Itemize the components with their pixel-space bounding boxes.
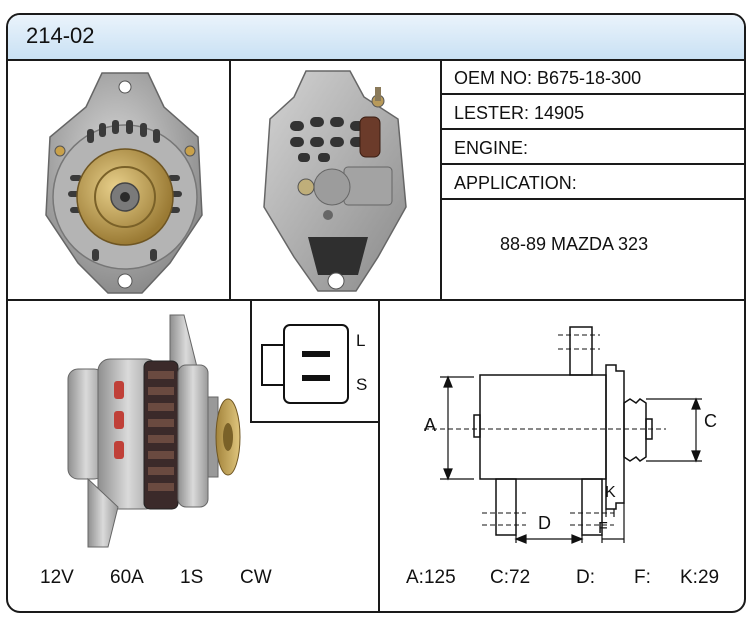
col-divider-3 [378, 299, 380, 611]
col-divider-1 [229, 59, 231, 299]
info-divider-2 [442, 128, 744, 130]
dim-value-c: C:72 [490, 567, 531, 588]
spec-connector: 1S [180, 567, 204, 588]
dim-value-f: F: [634, 567, 651, 588]
lester-number: LESTER: 14905 [454, 103, 585, 123]
alternator-side-photo [67, 314, 241, 548]
dim-label-d: D [538, 513, 551, 533]
connector-plug-diagram [261, 324, 349, 404]
dimension-drawing [424, 326, 702, 544]
spec-voltage: 12V [40, 567, 74, 588]
application-value: 88-89 MAZDA 323 [500, 234, 649, 254]
info-divider-3 [442, 163, 744, 165]
pin-label-s: S [356, 375, 368, 394]
dim-value-a: A:125 [406, 567, 456, 588]
part-number-title: 214-02 [26, 23, 95, 48]
dim-label-c: C [704, 411, 717, 431]
info-divider-1 [442, 93, 744, 95]
dim-value-k: K:29 [680, 567, 720, 588]
product-sheet: 214-02 OEM NO: B675-18-300 LESTER: 14905… [6, 13, 746, 613]
spec-amperage: 60A [110, 567, 144, 588]
dim-value-d: D: [576, 567, 595, 588]
info-divider-4 [442, 198, 744, 200]
dim-label-k: K [605, 484, 616, 501]
spec-rotation: CW [240, 567, 272, 588]
plug-box-left [250, 299, 252, 423]
alternator-front-photo [45, 72, 203, 294]
dim-label-a: A [424, 415, 437, 435]
application-label: APPLICATION: [454, 173, 577, 193]
row-divider [8, 299, 744, 301]
col-divider-2 [440, 59, 442, 299]
dim-label-f: F [598, 520, 608, 537]
oem-number: OEM NO: B675-18-300 [454, 68, 642, 88]
title-bar: 214-02 [8, 15, 744, 61]
plug-box-bottom [250, 421, 380, 423]
alternator-rear-photo [263, 70, 407, 292]
engine-label: ENGINE: [454, 138, 529, 158]
pin-label-l: L [356, 331, 366, 350]
